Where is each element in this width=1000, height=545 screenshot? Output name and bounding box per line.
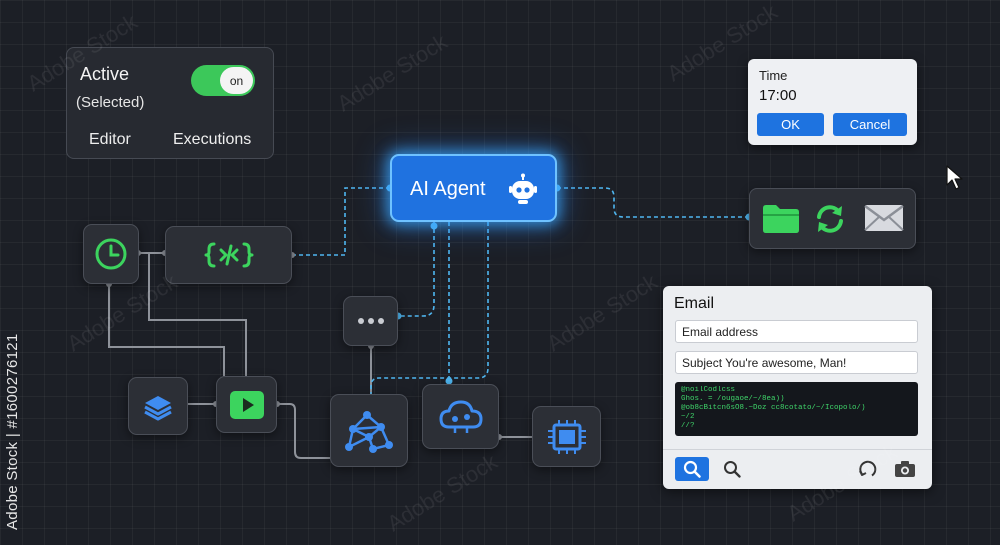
sync-icon[interactable]: [813, 203, 847, 235]
subject-field[interactable]: Subject You're awesome, Man!: [675, 351, 918, 374]
time-value[interactable]: 17:00: [759, 87, 797, 104]
search-button-primary[interactable]: [675, 457, 709, 481]
robot-icon: [509, 173, 537, 204]
chip-icon: [547, 419, 586, 454]
refresh-icon: [859, 460, 877, 477]
mouse-cursor-icon: [946, 165, 963, 190]
code-line: @ob8cBitcn6sO8.~Doz cc8cotato/~/Icopolo/…: [681, 404, 866, 412]
camera-button[interactable]: [888, 457, 922, 481]
status-subtitle: (Selected): [76, 94, 145, 111]
search-button[interactable]: [715, 457, 749, 481]
email-panel: Email Email address Subject You're aweso…: [663, 286, 932, 489]
email-address-field[interactable]: Email address: [675, 320, 918, 343]
refresh-button[interactable]: [851, 457, 885, 481]
folder-icon[interactable]: [761, 203, 801, 235]
schedule-trigger-node[interactable]: [83, 224, 139, 284]
code-line: Ghos. = /ougaoe/~/8ea)): [681, 395, 785, 403]
email-panel-title: Email: [674, 295, 715, 312]
camera-icon: [895, 461, 915, 477]
time-label: Time: [759, 68, 788, 83]
code-line: //?: [681, 422, 695, 430]
ai-agent-node[interactable]: AI Agent: [390, 154, 557, 222]
search-icon: [683, 460, 701, 478]
time-dialog: Time 17:00 OK Cancel: [748, 59, 917, 145]
mail-icon[interactable]: [864, 203, 904, 233]
email-body-code[interactable]: @noilCodlcss Ghos. = /ougaoe/~/8ea)) @ob…: [675, 382, 918, 436]
status-card: Active (Selected) on Editor Executions: [66, 47, 274, 159]
clock-icon: [95, 238, 127, 270]
network-node[interactable]: [330, 394, 408, 467]
cancel-button[interactable]: Cancel: [833, 113, 907, 136]
search-icon: [724, 461, 741, 478]
play-node[interactable]: [216, 376, 277, 433]
chat-bubble-icon: [357, 318, 384, 324]
email-toolbar: [663, 449, 932, 490]
tab-editor[interactable]: Editor: [89, 131, 131, 148]
toggle-knob: on: [220, 67, 253, 94]
chat-node[interactable]: [343, 296, 398, 346]
chip-node[interactable]: [532, 406, 601, 467]
action-group-node[interactable]: [749, 188, 916, 249]
code-line: @noilCodlcss: [681, 386, 736, 394]
layers-node[interactable]: [128, 377, 188, 435]
active-toggle[interactable]: on: [191, 65, 255, 96]
tab-executions[interactable]: Executions: [173, 131, 252, 148]
cloud-icon: [439, 400, 482, 433]
network-graph-icon: [345, 410, 393, 453]
ai-agent-label: AI Agent: [410, 178, 486, 200]
play-icon: [229, 390, 264, 419]
stock-id-label: Adobe Stock | #1600276121: [4, 333, 21, 530]
cloud-node[interactable]: [422, 384, 499, 449]
layers-icon: [144, 396, 172, 421]
ok-button[interactable]: OK: [757, 113, 824, 136]
code-node[interactable]: [165, 226, 292, 284]
code-icon: [204, 242, 253, 268]
status-title: Active: [80, 64, 130, 84]
code-line: ~/2: [681, 413, 695, 421]
